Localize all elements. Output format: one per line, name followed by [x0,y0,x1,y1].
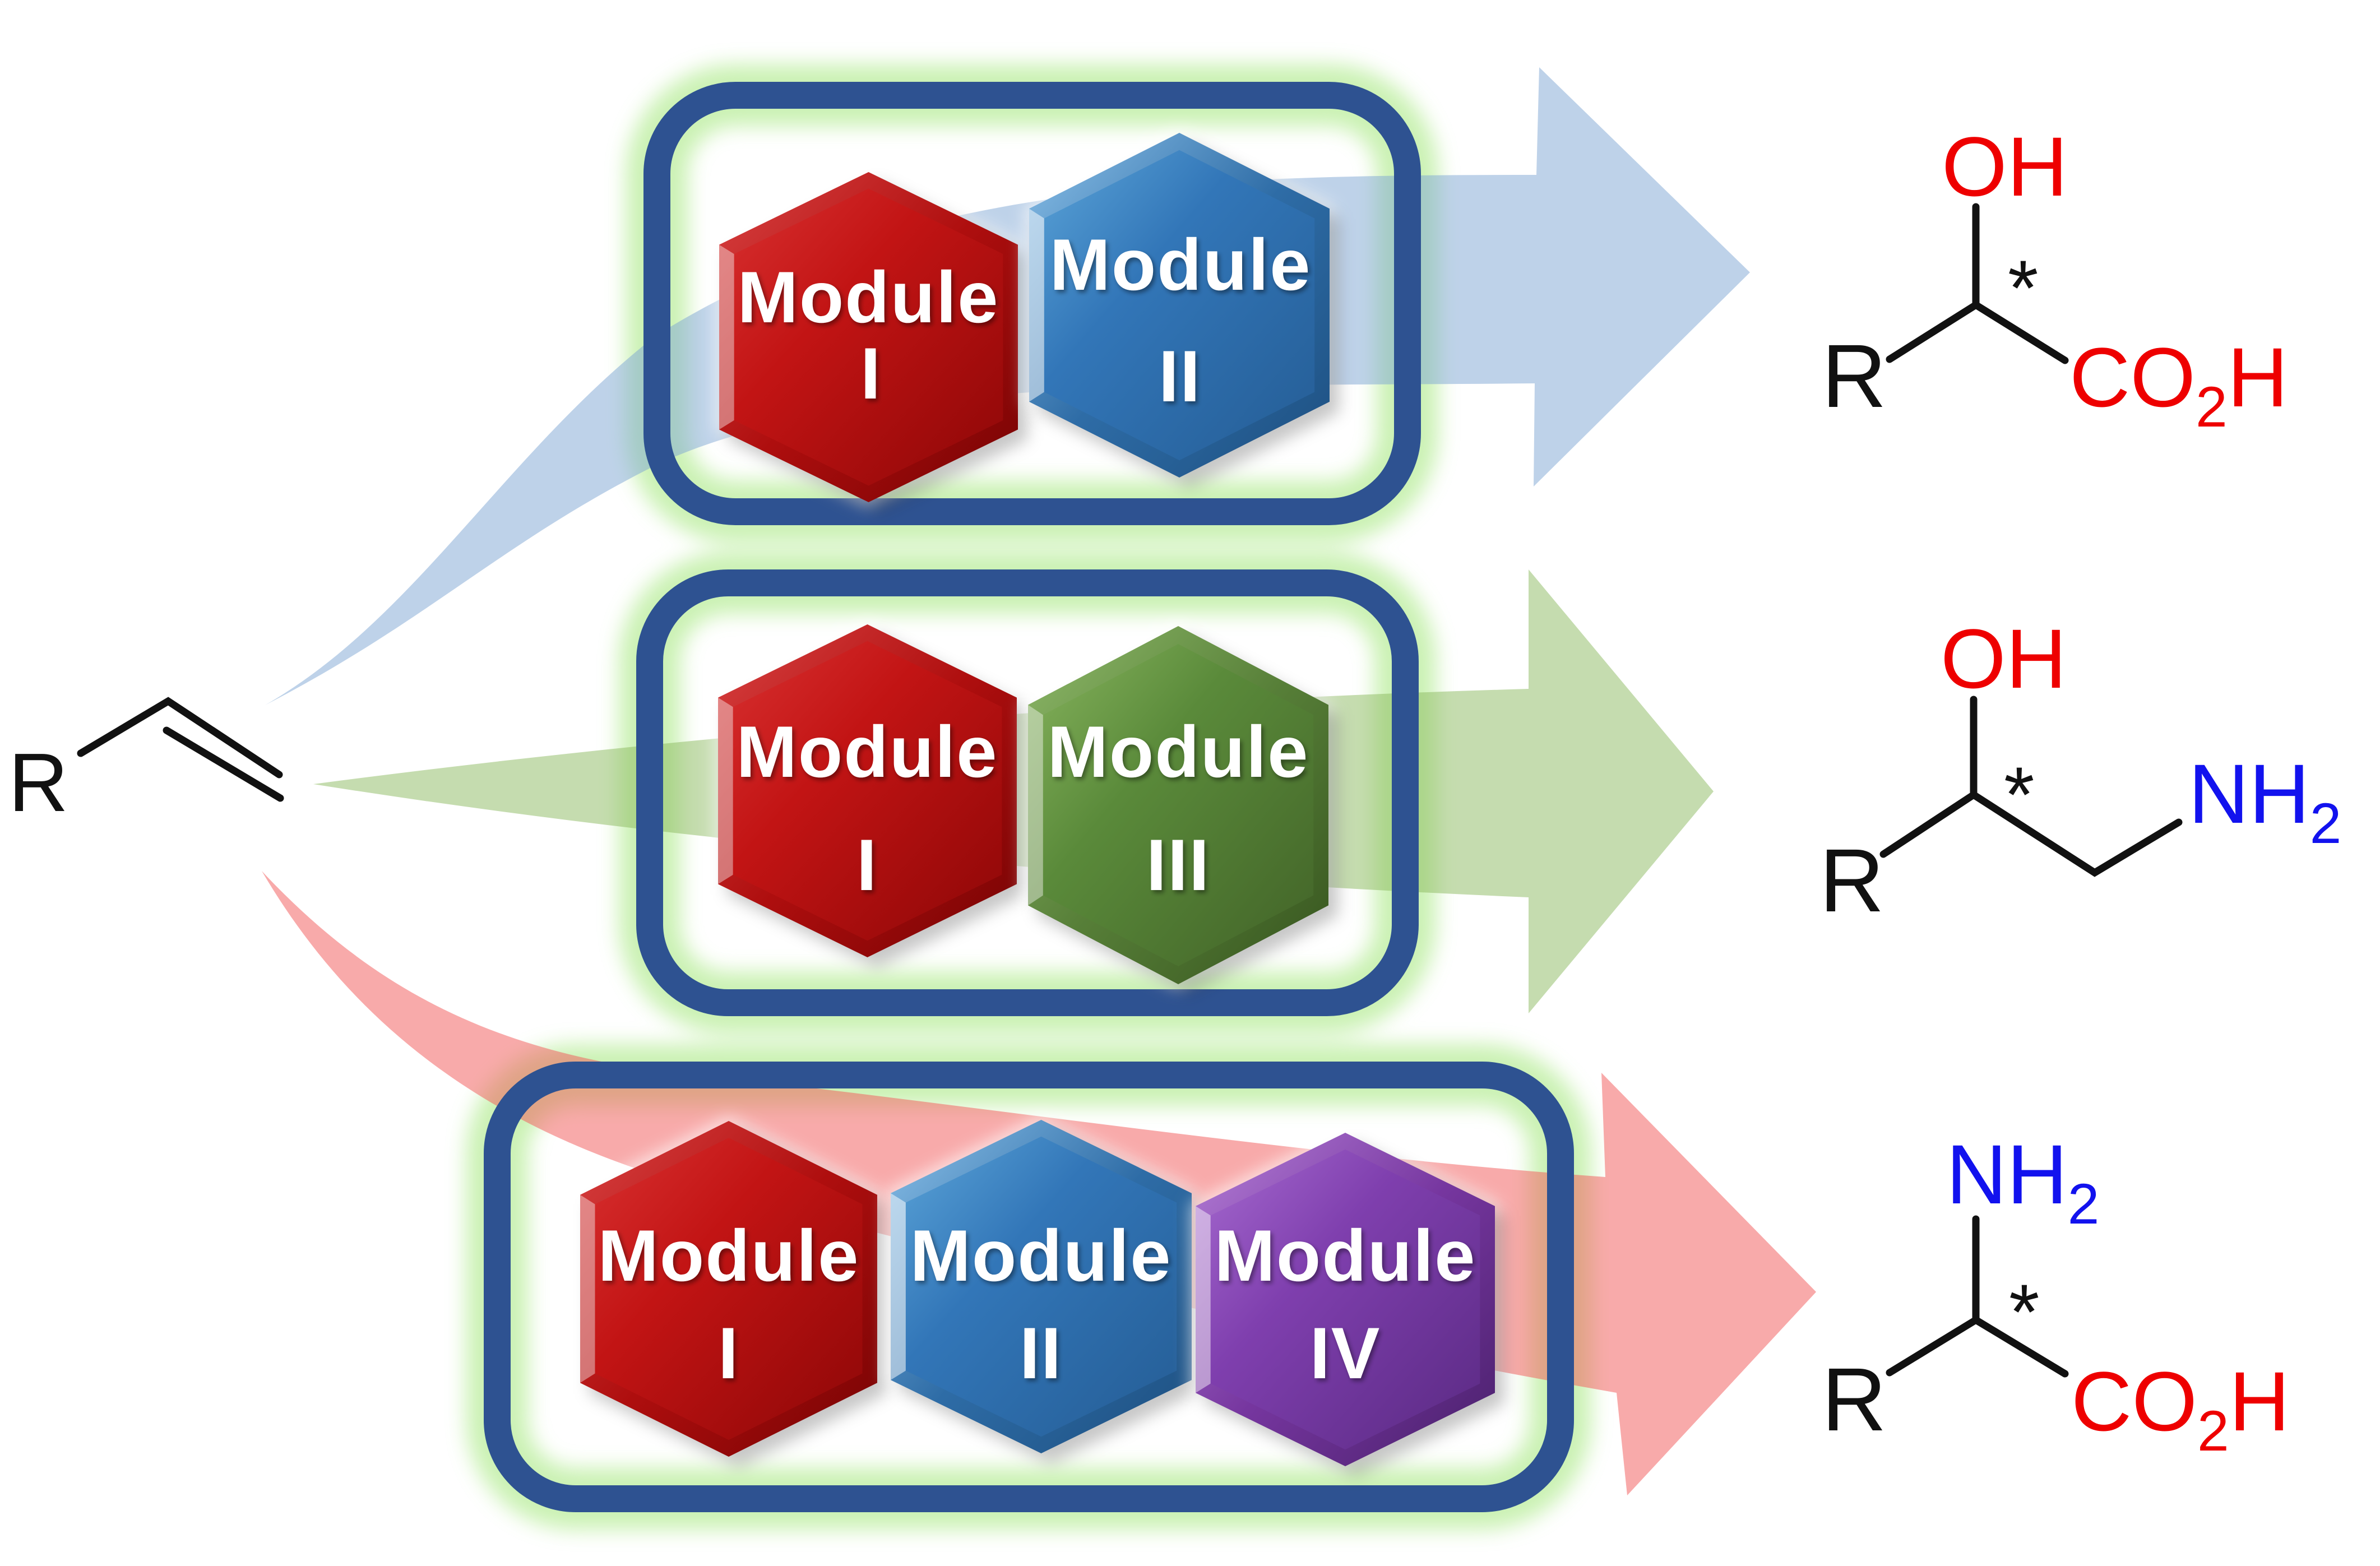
svg-text:CO2H: CO2H [2069,330,2288,439]
svg-text:CO2H: CO2H [2071,1354,2290,1463]
svg-text:Module: Module [1048,711,1309,793]
svg-text:I: I [856,824,878,906]
svg-text:II: II [1020,1312,1062,1394]
svg-text:I: I [718,1312,739,1394]
svg-text:III: III [1146,824,1210,906]
svg-text:Module: Module [598,1215,860,1296]
svg-text:Module: Module [910,1215,1172,1296]
svg-text:*: * [2009,1268,2039,1356]
svg-text:Module: Module [1215,1215,1476,1296]
svg-text:OH: OH [1941,611,2067,706]
svg-text:IV: IV [1310,1312,1381,1394]
svg-text:R: R [1822,326,1887,426]
svg-text:R: R [1819,830,1884,930]
svg-text:R: R [1822,1349,1887,1449]
svg-text:R: R [8,736,68,829]
svg-text:II: II [1159,335,1201,417]
svg-text:Module: Module [1050,224,1312,305]
svg-text:*: * [2004,750,2034,838]
svg-text:Module: Module [737,711,998,793]
svg-text:NH2: NH2 [1946,1127,2099,1236]
svg-text:OH: OH [1942,119,2068,214]
svg-text:*: * [2008,244,2038,332]
svg-text:I: I [860,332,882,414]
svg-text:Module: Module [738,256,999,338]
